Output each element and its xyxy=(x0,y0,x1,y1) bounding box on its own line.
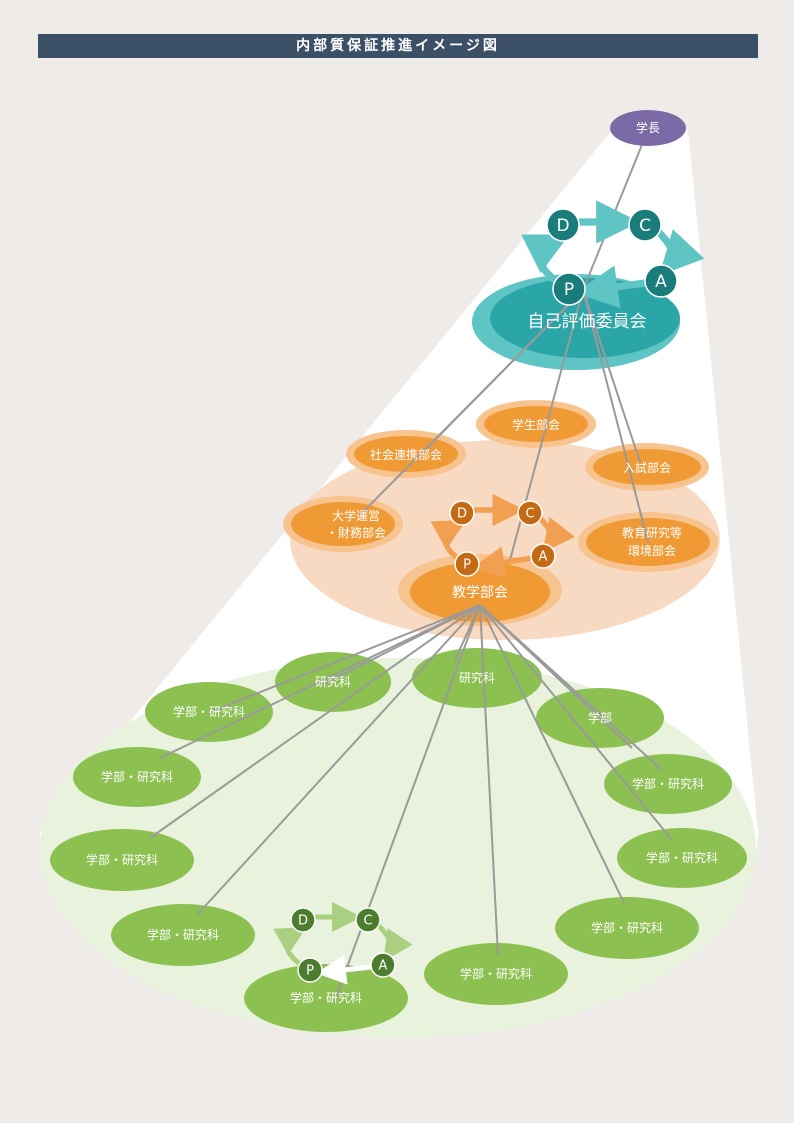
faculty-unit-label-11: 学部・研究科 xyxy=(460,966,532,981)
line-committee-1 xyxy=(359,289,584,516)
council-label-gakusei: 学生部会 xyxy=(512,417,560,432)
faculty-unit-label-10: 学部・研究科 xyxy=(591,920,663,935)
faculty-unit-label-7: 学部・研究科 xyxy=(86,852,158,867)
faculty-unit-label-4: 学部 xyxy=(588,710,612,725)
main-council-label: 教学部会 xyxy=(452,585,508,601)
council-label-kyoiku-0: 教育研究等 xyxy=(622,525,682,540)
line-council-unit-5 xyxy=(334,604,481,1001)
council-nyushi xyxy=(593,449,701,485)
line-committee-3 xyxy=(582,289,641,463)
faculty-unit-label-6: 学部・研究科 xyxy=(632,776,704,791)
committee-pdca-arrow-ap xyxy=(574,265,646,309)
council-gakusei xyxy=(484,406,588,442)
unit-pdca-label-p: P xyxy=(306,964,314,979)
line-council-unit-4 xyxy=(196,604,481,916)
faculty-unit-label-2: 研究科 xyxy=(459,670,495,685)
faculty-unit-label-8: 学部・研究科 xyxy=(646,850,718,865)
council-label-daigaku-1: ・財務部会 xyxy=(326,525,386,540)
unit-pdca-label-a: A xyxy=(379,959,388,974)
council-pdca-badge-c xyxy=(517,500,543,526)
faculty-unit-11 xyxy=(424,943,568,1005)
faculty-unit-9 xyxy=(111,904,255,966)
council-pdca-arrow-ap xyxy=(472,546,532,579)
line-council-unit-9 xyxy=(479,604,673,841)
council-label-nyushi: 入試部会 xyxy=(623,460,671,475)
council-pdca-label-d: D xyxy=(457,507,467,522)
council-pdca-badge-d xyxy=(449,500,475,526)
unit-pdca-arrow-ca xyxy=(376,923,413,962)
unit-pdca-arrow-pd xyxy=(273,927,307,966)
faculty-unit-8 xyxy=(617,828,747,888)
committee-pdca-arrow-ca xyxy=(655,228,705,276)
committee-pdca-label-c: C xyxy=(639,216,651,236)
committee-pdca-badge-c xyxy=(628,208,662,242)
committee-pdca-label-p: P xyxy=(564,280,574,300)
unit-pdca-badge-c xyxy=(355,907,381,933)
council-pdca-badge-a xyxy=(530,543,556,569)
line-council-unit-3 xyxy=(149,604,481,839)
faculty-unit-5 xyxy=(73,747,201,807)
committee-pdca-label-d: D xyxy=(556,216,569,236)
council-pdca-arrow-pd xyxy=(430,519,467,561)
council-zone xyxy=(290,440,720,640)
faculty-unit-6 xyxy=(604,754,732,814)
president-label: 学長 xyxy=(636,120,660,135)
unit-pdca-badge-p xyxy=(297,957,323,983)
line-council-unit-12 xyxy=(479,604,591,706)
faculty-unit-10 xyxy=(555,897,699,959)
line-council-unit-8 xyxy=(479,604,626,906)
committee-inner xyxy=(490,278,680,358)
committee-pdca-badge-a xyxy=(644,264,678,298)
council-daigaku xyxy=(291,502,395,546)
faculty-unit-7 xyxy=(50,829,194,891)
council-pdca-label-c: C xyxy=(525,507,534,522)
committee-pdca-badge-p xyxy=(552,272,586,306)
main-council xyxy=(410,562,550,622)
unit-pdca-label-d: D xyxy=(298,914,308,929)
unit-pdca-label-c: C xyxy=(363,914,372,929)
faculty-unit-label-9: 学部・研究科 xyxy=(147,927,219,942)
faculty-unit-label-1: 研究科 xyxy=(315,674,351,689)
faculty-unit-12 xyxy=(244,964,408,1032)
line-council-unit-6 xyxy=(454,604,481,661)
faculty-unit-label-3: 学部・研究科 xyxy=(173,704,245,719)
council-pdca-label-a: A xyxy=(539,550,548,565)
council-label-shakai: 社会連携部会 xyxy=(370,447,442,462)
line-council-unit-7 xyxy=(479,604,499,956)
faculty-unit-1 xyxy=(275,652,391,712)
page-title: 内部質保証推進イメージ図 xyxy=(38,34,758,58)
unit-pdca-badge-a xyxy=(370,952,396,978)
council-shakai xyxy=(354,436,458,472)
council-pdca-badge-p xyxy=(454,551,480,577)
council-pdca-label-p: P xyxy=(463,558,471,573)
faculty-unit-2 xyxy=(412,648,542,708)
line-council-unit-1 xyxy=(209,604,481,713)
committee-pdca-badge-d xyxy=(546,208,580,242)
faculty-unit-label-12: 学部・研究科 xyxy=(290,990,362,1005)
council-label-daigaku-0: 大学運営 xyxy=(332,508,380,523)
committee-pdca-arrow-pd xyxy=(521,234,570,284)
line-council-unit-2 xyxy=(159,604,481,759)
council-pdca-arrow-ca xyxy=(537,515,576,553)
committee-label: 自己評価委員会 xyxy=(528,312,647,332)
line-committee-4 xyxy=(582,289,649,543)
president-node xyxy=(610,110,686,146)
unit-pdca-badge-d xyxy=(290,907,316,933)
committee-pdca-label-a: A xyxy=(655,272,667,292)
unit-pdca-arrow-ap xyxy=(316,954,372,985)
council-label-kyoiku-1: 環境部会 xyxy=(628,543,676,558)
faculty-unit-3 xyxy=(145,682,273,742)
faculty-unit-label-5: 学部・研究科 xyxy=(101,769,173,784)
